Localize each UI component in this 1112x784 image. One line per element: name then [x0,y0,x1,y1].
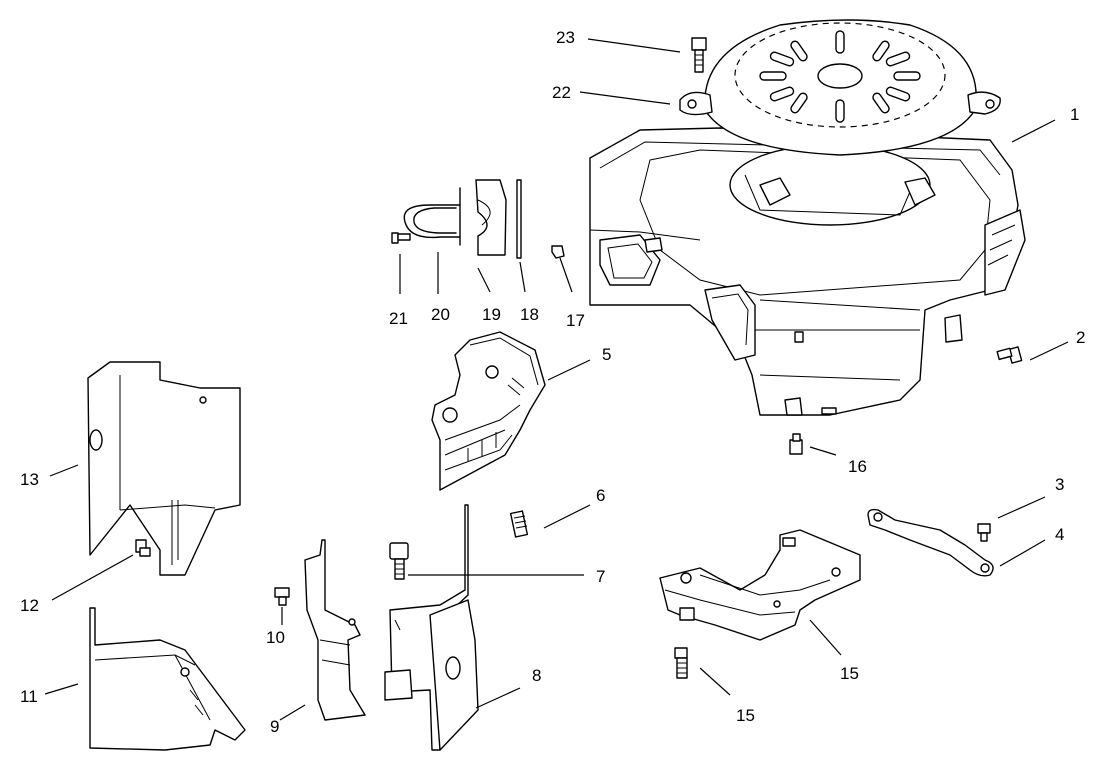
callout-16: 16 [848,457,867,476]
part-screw-10 [274,587,290,606]
callout-15-plate: 15 [840,664,859,683]
part-lower-baffle-11 [89,607,246,751]
callout-19: 19 [482,305,501,324]
callout-5: 5 [602,345,611,364]
callout-13: 13 [20,470,39,489]
leader-lines [44,38,1069,721]
callout-8: 8 [532,666,541,685]
part-screw-21 [391,232,411,244]
part-screw-3 [977,523,991,542]
callout-17: 17 [566,311,585,330]
callout-3: 3 [1055,475,1064,494]
part-clip-16 [789,433,803,455]
part-blower-housing [589,19,1026,416]
callout-2: 2 [1076,328,1085,347]
callout-1: 1 [1070,105,1079,124]
callout-4: 4 [1055,525,1064,544]
part-bolt-23 [691,37,707,73]
part-clamp-20 [403,187,461,246]
callout-18: 18 [520,305,539,324]
part-screw-12 [135,539,151,557]
part-bracket-5 [431,331,546,491]
callout-23: 23 [556,28,575,47]
part-bolt-7 [389,542,409,580]
callout-9: 9 [270,717,279,736]
part-base-plate-15 [659,529,861,641]
callout-15-screw: 15 [736,706,755,725]
callout-7: 7 [596,567,605,586]
part-screw-15 [674,647,688,679]
callout-11: 11 [20,687,38,706]
part-shroud-13 [87,361,241,576]
part-screw-2 [996,346,1023,364]
part-grommet-19 [475,179,507,256]
part-screw-6 [509,510,529,538]
callout-20: 20 [431,305,450,324]
part-shield-8 [384,504,479,751]
part-strip-18 [516,179,522,259]
part-baffle-9 [304,539,366,721]
callout-labels: 23 22 1 2 3 4 5 6 7 8 9 10 11 12 13 15 1… [20,28,1085,736]
callout-12: 12 [20,596,39,615]
part-clip-17 [551,245,565,259]
callout-6: 6 [596,486,605,505]
starter-vents [759,30,921,123]
callout-10: 10 [266,628,285,647]
callout-22: 22 [552,83,571,102]
part-strap-4 [867,508,994,577]
callout-21: 21 [389,309,408,328]
